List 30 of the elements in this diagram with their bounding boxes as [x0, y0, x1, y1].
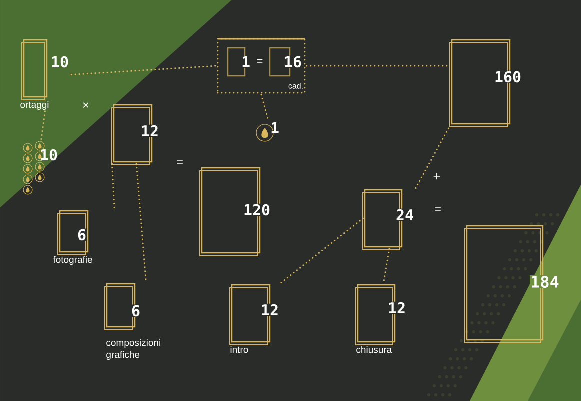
node-label: ortaggi — [20, 101, 49, 110]
page-stack: 12 — [230, 284, 280, 346]
dotted-connector — [280, 218, 364, 284]
node-label: composizioni grafiche — [106, 339, 160, 360]
drop-grid: 10 — [23, 141, 58, 195]
page-stack: 10 — [22, 39, 70, 100]
dotted-connector — [40, 110, 46, 143]
node-label: chiusura — [356, 346, 392, 354]
operator-sign: = — [177, 160, 183, 164]
page-stack: 24 — [362, 189, 415, 250]
page-stack: 120 — [200, 167, 272, 256]
page-stack: 6 — [104, 283, 142, 330]
dotted-connector — [136, 162, 147, 283]
dotted-connector — [382, 248, 390, 284]
node-label: 10 — [41, 149, 58, 161]
page-stack: 184 — [464, 225, 560, 344]
page-stack: 12 — [356, 284, 407, 346]
dotted-connector — [415, 125, 451, 189]
node-label: intro — [230, 346, 248, 354]
node-label: fotografie — [53, 256, 92, 266]
operator-sign: + — [434, 173, 440, 180]
dotted-connector — [260, 94, 270, 121]
operator-sign: = — [257, 59, 263, 63]
page-stack: 12 — [112, 104, 160, 166]
page-stack: 160 — [450, 39, 522, 128]
dotted-connector — [111, 162, 116, 210]
dotted-connector — [70, 65, 217, 76]
operator-sign: = — [435, 207, 441, 211]
page-stack: 6 — [58, 210, 89, 256]
operator-sign: × — [83, 102, 89, 108]
